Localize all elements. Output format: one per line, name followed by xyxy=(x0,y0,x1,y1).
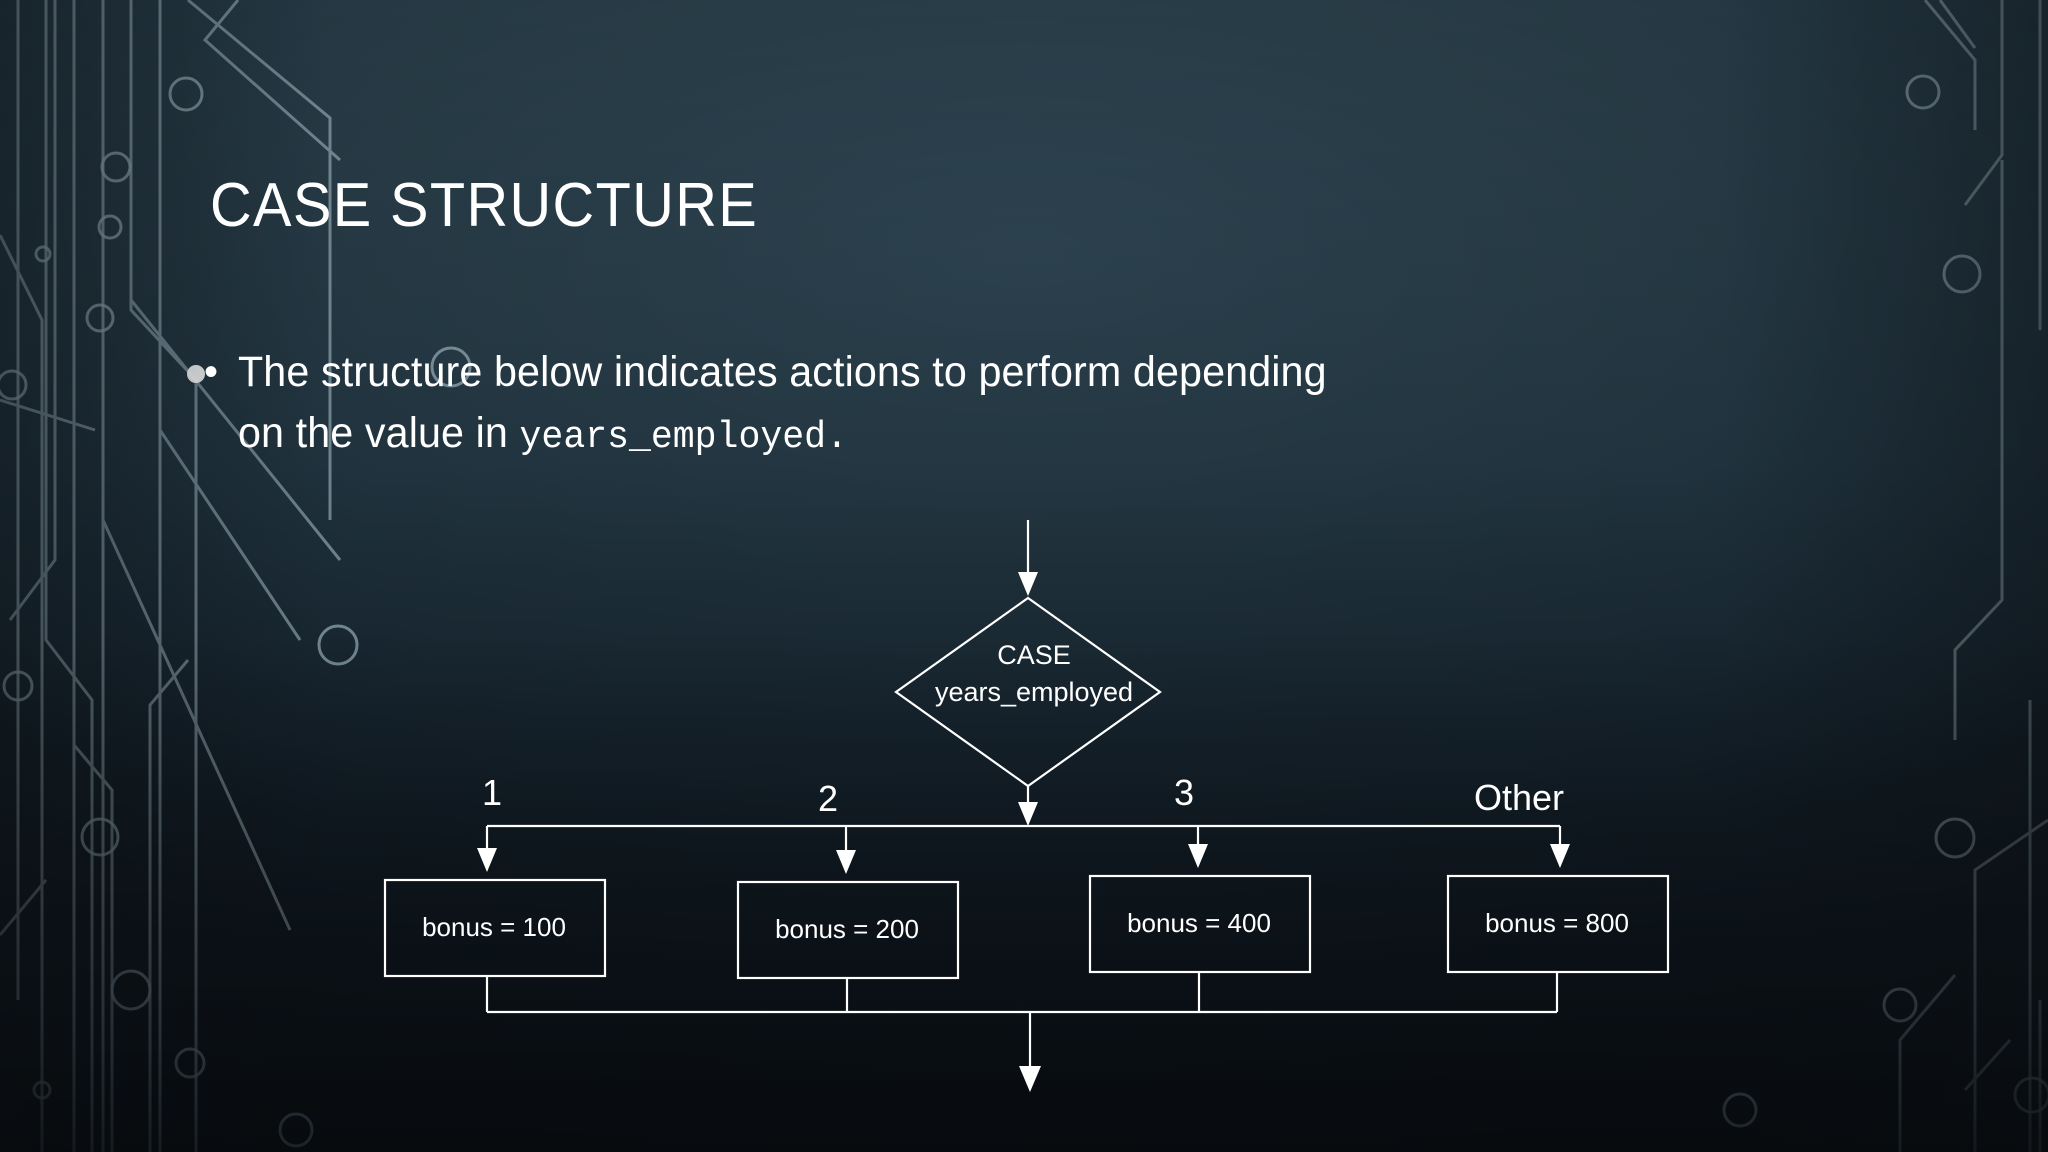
page-title: CASE STRUCTURE xyxy=(210,171,759,240)
body-content: • The structure below indicates actions … xyxy=(204,342,1844,465)
bullet-line-2-prefix: on the value in xyxy=(238,409,520,458)
entry-arrow xyxy=(1018,520,1038,596)
decision-to-bar-arrow xyxy=(1018,802,1038,826)
variable-name-years-employed: years_employed xyxy=(519,416,827,460)
action-box-4-label: bonus = 800 xyxy=(1485,908,1629,938)
decision-line-1: CASE xyxy=(997,640,1071,670)
branch-label-4: Other xyxy=(1474,777,1564,818)
action-box-2-label: bonus = 200 xyxy=(775,914,919,944)
merge-lines xyxy=(485,972,1559,1014)
action-box-3-label: bonus = 400 xyxy=(1127,908,1271,938)
bullet-line-2-suffix: . xyxy=(826,416,848,460)
branch-drop-arrow-3 xyxy=(1188,826,1208,868)
action-box-4: bonus = 800 xyxy=(1446,874,1670,974)
bullet-dot-icon: • xyxy=(204,350,219,394)
branch-drop-arrow-2 xyxy=(836,826,856,874)
decision-diamond: CASE years_employed xyxy=(894,596,1162,788)
branch-drop-arrow-4 xyxy=(1550,826,1570,868)
action-box-1: bonus = 100 xyxy=(383,878,607,978)
bullet-line-1: The structure below indicates actions to… xyxy=(238,348,1327,396)
bullet-item: • The structure below indicates actions … xyxy=(204,342,1844,465)
action-box-2: bonus = 200 xyxy=(736,880,960,980)
branch-drop-arrow-1 xyxy=(477,826,497,872)
decision-line-2: years_employed xyxy=(935,677,1133,707)
action-box-3: bonus = 400 xyxy=(1088,874,1312,974)
branch-label-1: 1 xyxy=(482,772,502,813)
bullet-paragraph: The structure below indicates actions to… xyxy=(238,342,1327,465)
action-box-1-label: bonus = 100 xyxy=(422,912,566,942)
branch-label-3: 3 xyxy=(1174,772,1194,813)
exit-arrow xyxy=(1019,1012,1041,1092)
branch-label-2: 2 xyxy=(818,778,838,819)
